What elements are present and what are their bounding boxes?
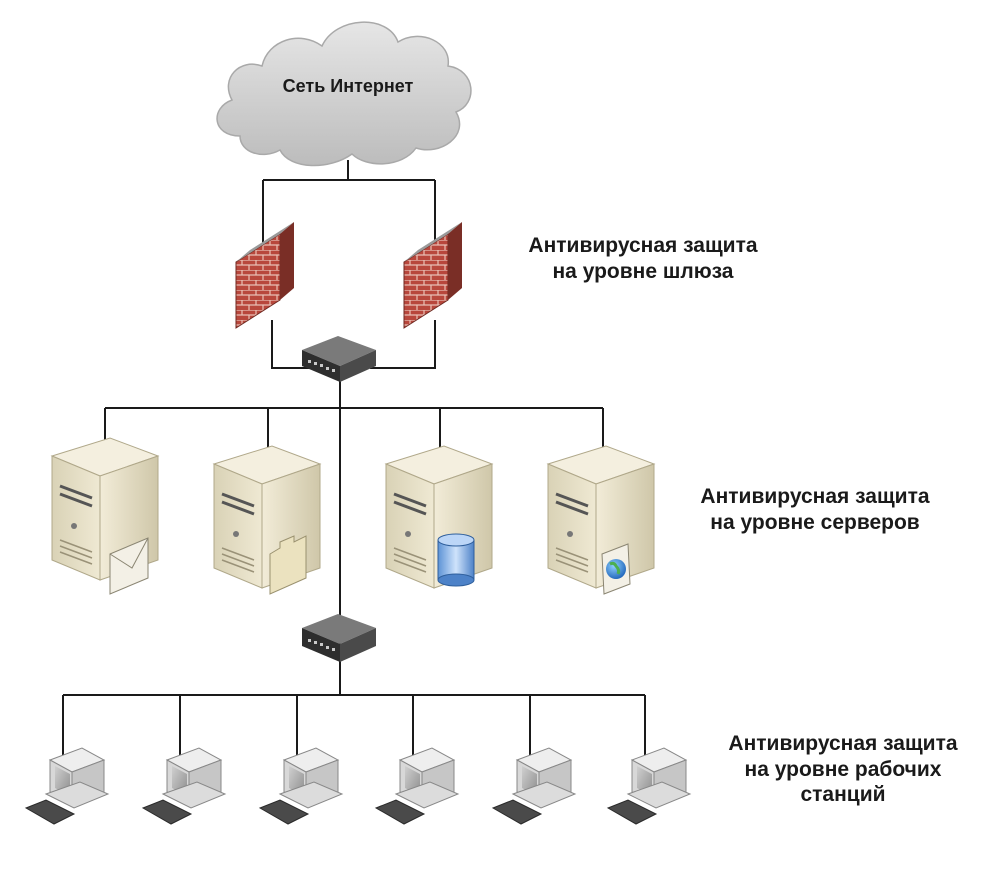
server-mail	[50, 437, 160, 595]
gateway-tier-line1: Антивирусная защита	[528, 234, 758, 257]
gateway-switch	[302, 336, 376, 382]
servers-tier-label: Антивирусная защита на уровне серверов	[670, 484, 960, 535]
server-database	[384, 445, 494, 589]
server-web	[546, 445, 656, 595]
workstation	[491, 747, 577, 825]
cloud-label-text: Сеть Интернет	[282, 76, 414, 96]
firewall-left	[235, 222, 294, 329]
workstation	[606, 747, 692, 825]
workstations-tier-label: Антивирусная защита на уровне рабочих ст…	[698, 731, 988, 808]
firewall-right	[403, 222, 462, 329]
workstation	[141, 747, 227, 825]
internet-cloud	[216, 21, 472, 167]
workstations-tier-line2: на уровне рабочих	[744, 757, 942, 781]
database-icon	[437, 533, 475, 587]
gateway-tier-label: Антивирусная защита на уровне шлюза	[498, 233, 788, 284]
workstation	[258, 747, 344, 825]
lan-switch	[302, 614, 376, 662]
workstation	[374, 747, 460, 825]
internet-cloud-label: Сеть Интернет	[258, 76, 438, 98]
envelope-icon	[109, 537, 149, 595]
servers-tier-line2: на уровне серверов	[710, 510, 920, 534]
folder-icon	[269, 535, 307, 595]
server-file	[212, 445, 322, 595]
workstations-tier-line1: Антивирусная защита	[728, 732, 958, 755]
servers-tier-line1: Антивирусная защита	[700, 485, 930, 508]
workstations-tier-line3: станций	[800, 783, 886, 807]
gateway-tier-line2: на уровне шлюза	[552, 259, 734, 283]
globe-icon	[601, 543, 631, 595]
workstation	[24, 747, 110, 825]
